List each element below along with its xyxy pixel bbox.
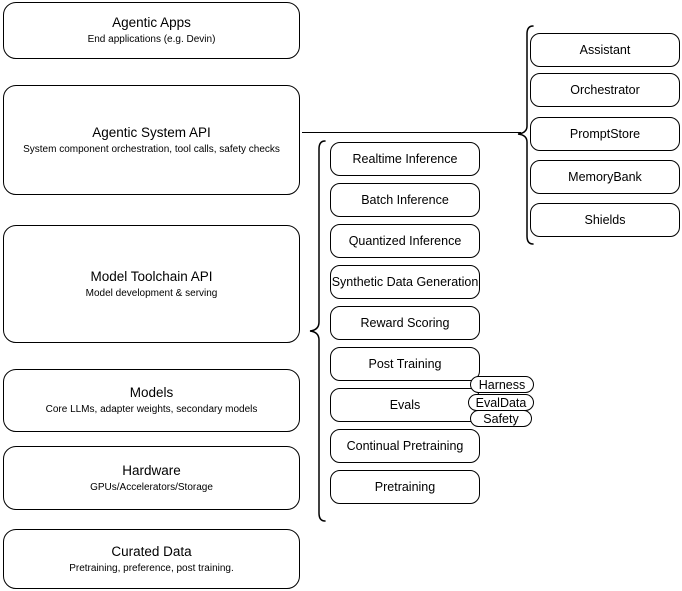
layer-agentic-system-api[interactable]: Agentic System API System component orch… xyxy=(3,85,300,195)
layer-model-toolchain-api[interactable]: Model Toolchain API Model development & … xyxy=(3,225,300,343)
component-title: Post Training xyxy=(368,356,442,371)
layer-title: Model Toolchain API xyxy=(90,268,213,284)
component-continual-pretraining[interactable]: Continual Pretraining xyxy=(330,429,480,463)
layer-title: Curated Data xyxy=(111,543,192,559)
component-title: Realtime Inference xyxy=(352,151,458,166)
component-reward-scoring[interactable]: Reward Scoring xyxy=(330,306,480,340)
layer-hardware[interactable]: Hardware GPUs/Accelerators/Storage xyxy=(3,446,300,510)
component-synthetic-data-generation[interactable]: Synthetic Data Generation xyxy=(330,265,480,299)
brace-toolchain xyxy=(306,140,326,522)
system-component-shields[interactable]: Shields xyxy=(530,203,680,237)
brace-system-components xyxy=(514,25,534,245)
component-realtime-inference[interactable]: Realtime Inference xyxy=(330,142,480,176)
layer-title: Agentic Apps xyxy=(112,15,191,30)
layer-subtitle: Model development & serving xyxy=(85,287,218,299)
pill-label: Harness xyxy=(478,377,526,392)
component-title: Quantized Inference xyxy=(348,233,462,248)
component-title: Evals xyxy=(389,397,421,412)
evals-subcomponent-evaldata[interactable]: EvalData xyxy=(468,394,534,411)
connector-system-api-to-components xyxy=(302,132,521,134)
layer-title: Agentic System API xyxy=(92,124,211,140)
system-component-promptstore[interactable]: PromptStore xyxy=(530,117,680,151)
layer-subtitle: GPUs/Accelerators/Storage xyxy=(90,481,213,493)
component-title: Batch Inference xyxy=(361,192,449,207)
component-title: Pretraining xyxy=(374,479,436,494)
component-evals[interactable]: Evals xyxy=(330,388,480,422)
component-title: Shields xyxy=(584,212,626,227)
layer-title: Hardware xyxy=(122,462,181,478)
layer-curated-data[interactable]: Curated Data Pretraining, preference, po… xyxy=(3,529,300,589)
component-title: Assistant xyxy=(579,42,631,57)
component-post-training[interactable]: Post Training xyxy=(330,347,480,381)
system-component-memorybank[interactable]: MemoryBank xyxy=(530,160,680,194)
component-title: MemoryBank xyxy=(568,169,642,184)
layer-subtitle: Pretraining, preference, post training. xyxy=(69,562,234,574)
system-component-orchestrator[interactable]: Orchestrator xyxy=(530,73,680,107)
component-pretraining[interactable]: Pretraining xyxy=(330,470,480,504)
layer-title: Models xyxy=(129,385,174,400)
component-title: Orchestrator xyxy=(570,82,640,97)
layer-subtitle: System component orchestration, tool cal… xyxy=(23,143,280,155)
system-component-assistant[interactable]: Assistant xyxy=(530,33,680,67)
evals-subcomponent-harness[interactable]: Harness xyxy=(470,376,534,393)
component-title: Reward Scoring xyxy=(360,315,450,330)
layer-subtitle: End applications (e.g. Devin) xyxy=(87,34,216,45)
layer-models[interactable]: Models Core LLMs, adapter weights, secon… xyxy=(3,369,300,432)
layer-subtitle: Core LLMs, adapter weights, secondary mo… xyxy=(45,404,258,415)
pill-label: Safety xyxy=(483,411,519,426)
component-title: Synthetic Data Generation xyxy=(331,274,479,289)
component-title: Continual Pretraining xyxy=(346,438,464,453)
component-batch-inference[interactable]: Batch Inference xyxy=(330,183,480,217)
evals-subcomponent-safety[interactable]: Safety xyxy=(470,410,532,427)
component-quantized-inference[interactable]: Quantized Inference xyxy=(330,224,480,258)
component-title: PromptStore xyxy=(569,126,641,141)
pill-label: EvalData xyxy=(475,395,527,410)
layer-agentic-apps[interactable]: Agentic Apps End applications (e.g. Devi… xyxy=(3,2,300,59)
